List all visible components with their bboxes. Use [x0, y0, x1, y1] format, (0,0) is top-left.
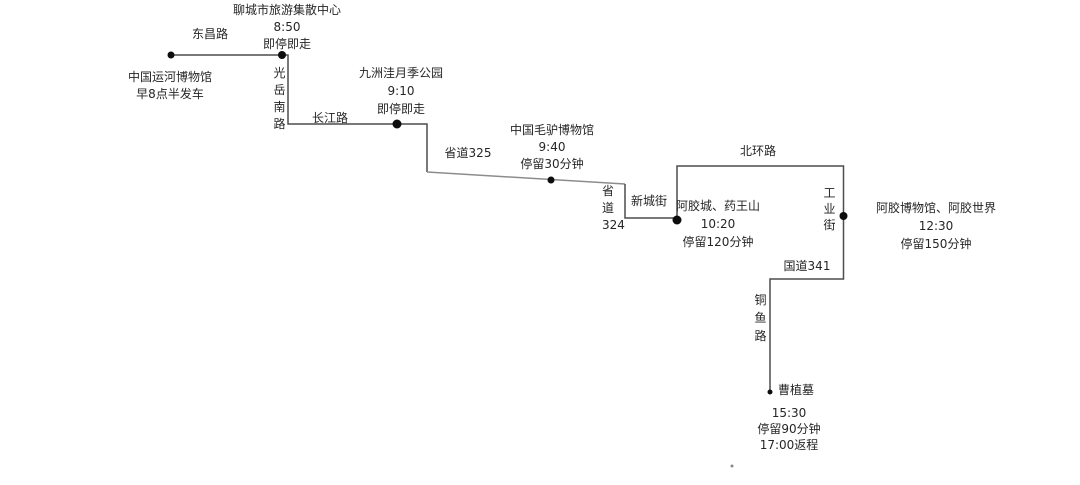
road-label-dongchang: 东昌路 — [191, 27, 229, 41]
stop-dot-tourist-center — [278, 51, 286, 59]
stop-name: 曹植墓 — [778, 383, 815, 397]
stop-label-rose-park: 九洲洼月季公园 9:10 即停即走 — [359, 64, 443, 118]
stop-note: 停留30分钟 — [520, 157, 584, 171]
stop-note: 即停即走 — [376, 102, 426, 116]
stop-name: 聊城市旅游集散中心 — [232, 3, 342, 17]
stop-return-note: 17:00返程 — [759, 438, 819, 452]
road-label-tongyu: 铜鱼路 — [754, 293, 767, 343]
stop-dot-caozhi-tomb — [767, 389, 773, 395]
stop-dot-canal-museum — [167, 51, 175, 59]
stop-label-donkey-museum: 中国毛驴博物馆 9:40 停留30分钟 — [510, 122, 594, 173]
stop-time: 9:10 — [387, 84, 415, 98]
road-label-national-341: 国道341 — [783, 259, 831, 273]
stop-time: 9:40 — [538, 140, 566, 154]
stop-name: 九洲洼月季公园 — [358, 66, 444, 80]
stop-time: 12:30 — [918, 219, 954, 233]
stop-label-caozhi-tomb-name: 曹植墓 — [778, 383, 814, 397]
route-segment-east — [624, 165, 845, 392]
stray-mark — [730, 464, 734, 468]
stop-time: 10:20 — [700, 217, 736, 231]
stop-note: 停留150分钟 — [900, 237, 972, 251]
route-segment-start — [171, 54, 428, 172]
stop-label-ejiao-city: 阿胶城、药王山 10:20 停留120分钟 — [676, 197, 760, 251]
stop-note: 停留90分钟 — [757, 422, 821, 436]
road-label-part: 道 — [602, 201, 615, 215]
stop-note: 即停即走 — [262, 37, 312, 51]
road-label-part: 省 — [602, 184, 615, 198]
road-label-gongye: 工业街 — [823, 186, 836, 232]
road-label-beihuan: 北环路 — [739, 144, 777, 158]
stop-label-tourist-center: 聊城市旅游集散中心 8:50 即停即走 — [233, 2, 341, 53]
stop-time: 8:50 — [273, 20, 301, 34]
stop-dot-ejiao-city — [672, 215, 682, 225]
route-segment-sd325 — [426, 171, 626, 185]
stop-label-ejiao-museum: 阿胶博物馆、阿胶世界 12:30 停留150分钟 — [876, 199, 996, 253]
stop-dot-ejiao-museum — [839, 212, 848, 220]
stop-name: 中国运河博物馆 — [127, 70, 213, 84]
road-label-part: 324 — [602, 218, 625, 232]
stop-dot-rose-park — [392, 119, 402, 129]
road-label-changjiang: 长江路 — [311, 111, 349, 125]
road-label-provincial-325: 省道325 — [444, 146, 492, 160]
stop-dot-donkey-museum — [547, 176, 555, 184]
road-label-xincheng: 新城街 — [630, 194, 668, 208]
stop-label-canal-museum: 中国运河博物馆 早8点半发车 — [128, 69, 212, 103]
road-label-provincial-324: 省 道 324 — [602, 183, 625, 234]
stop-label-caozhi-tomb-times: 15:30 停留90分钟 17:00返程 — [757, 405, 820, 453]
stop-note: 早8点半发车 — [136, 87, 204, 101]
stop-name: 阿胶博物馆、阿胶世界 — [875, 201, 997, 215]
stop-name: 中国毛驴博物馆 — [509, 123, 595, 137]
stop-note: 停留120分钟 — [682, 235, 754, 249]
stop-name: 阿胶城、药王山 — [675, 199, 761, 213]
road-label-guangyue-south: 光岳南路 — [273, 66, 286, 131]
stop-time: 15:30 — [771, 406, 807, 420]
